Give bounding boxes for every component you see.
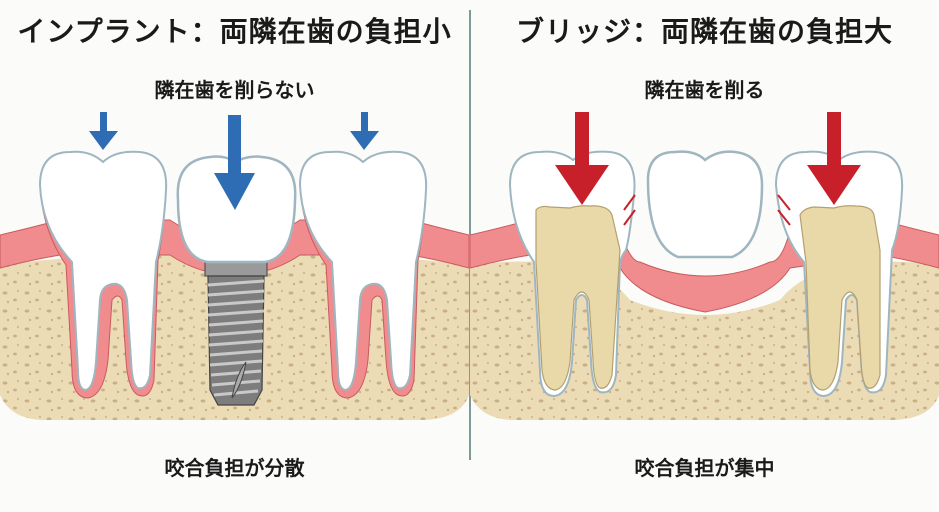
bridge-panel: ブリッジ：両隣在歯の負担大 隣在歯を削る — [470, 0, 939, 512]
arrow-down-icon — [89, 112, 118, 150]
implant-caption: 咬合負担が分散 — [164, 456, 305, 480]
red-arrows — [555, 112, 861, 226]
prepared-abutment-tooth-right — [774, 150, 904, 398]
bridge-title: ブリッジ：両隣在歯の負担大 — [515, 15, 893, 48]
implant-screw — [204, 261, 268, 406]
prepared-abutment-tooth-left — [508, 150, 636, 398]
stress-arrow-icon — [623, 194, 636, 226]
arrow-down-icon — [807, 112, 861, 205]
implant-subtitle: 隣在歯を削らない — [154, 78, 315, 102]
arrow-down-icon — [350, 112, 379, 150]
bridge-subtitle: 隣在歯を削る — [644, 78, 765, 102]
arrow-down-icon — [214, 115, 255, 210]
bridge-caption: 咬合負担が集中 — [634, 456, 775, 480]
pontic — [646, 150, 764, 259]
implant-title: インプラント：両隣在歯の負担小 — [17, 15, 452, 48]
stress-arrow-icon — [777, 194, 791, 226]
arrow-down-icon — [555, 112, 609, 205]
natural-tooth-left — [38, 150, 168, 399]
bridge-illustration — [470, 112, 939, 420]
implant-crown — [176, 155, 297, 264]
implant-panel: インプラント：両隣在歯の負担小 隣在歯を削らない — [0, 0, 469, 512]
blue-arrows — [89, 112, 379, 210]
implant-illustration — [0, 112, 469, 420]
natural-tooth-right — [298, 150, 428, 399]
